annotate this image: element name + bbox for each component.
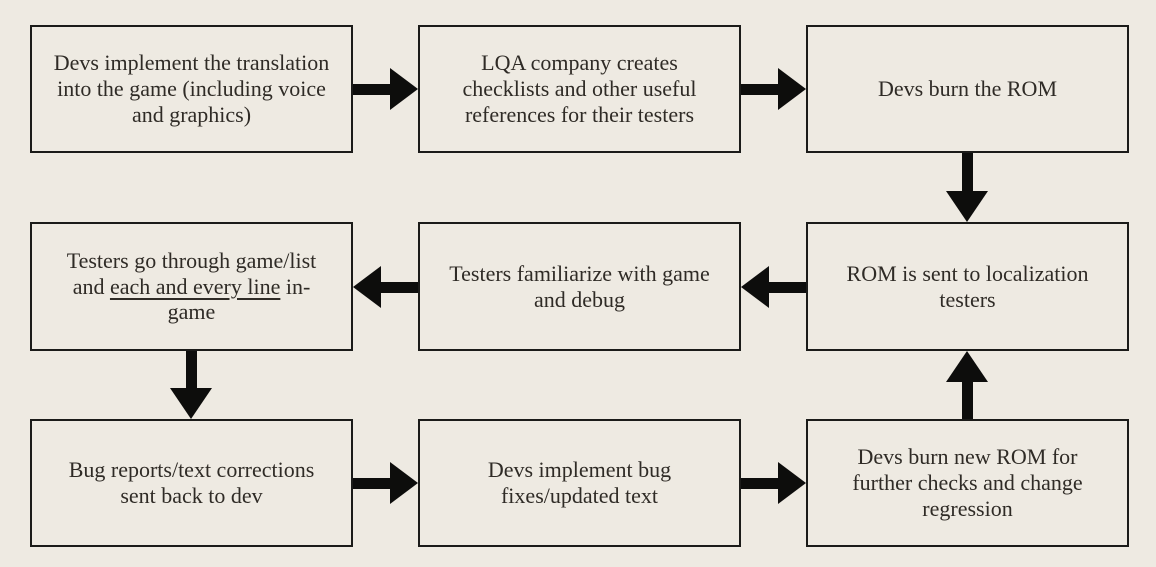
- arrow-rom-sent-to-testers-familiarize-left-icon: [741, 266, 806, 308]
- arrow-stem: [741, 477, 778, 489]
- node-text: Testers go through game/list and each an…: [50, 248, 333, 326]
- arrow-head: [390, 68, 418, 110]
- flow-node-rom-sent-to-testers: ROM is sent to localization testers: [806, 222, 1129, 351]
- arrow-head: [946, 351, 988, 382]
- arrow-implement-fixes-to-burn-new-rom-right-icon: [741, 462, 806, 504]
- node-text: Devs burn the ROM: [877, 76, 1058, 102]
- flow-node-testers-familiarize: Testers familiarize with game and debug: [418, 222, 741, 351]
- arrow-head: [778, 462, 806, 504]
- flow-node-bug-reports-sent-back: Bug reports/text corrections sent back t…: [30, 419, 353, 547]
- arrow-go-through-to-bug-reports-down-icon: [169, 351, 213, 419]
- arrow-stem: [353, 477, 390, 489]
- arrow-implement-translation-to-lqa-checklists-right-icon: [353, 68, 418, 110]
- arrow-stem: [961, 382, 973, 419]
- node-text-post: in-game: [167, 273, 311, 325]
- flow-node-devs-implement-fixes: Devs implement bug fixes/updated text: [418, 419, 741, 547]
- flow-node-lqa-creates-checklists: LQA company creates checklists and other…: [418, 25, 741, 153]
- node-text: ROM is sent to localization testers: [846, 260, 1089, 312]
- node-text: Devs burn new ROM for further checks and…: [852, 444, 1083, 521]
- arrow-stem: [381, 281, 418, 293]
- arrow-head: [170, 388, 212, 419]
- node-text: Devs implement the translation into the …: [53, 50, 330, 127]
- arrow-head: [778, 68, 806, 110]
- flow-node-devs-burn-rom: Devs burn the ROM: [806, 25, 1129, 153]
- arrow-stem: [741, 83, 778, 95]
- arrow-head: [741, 266, 769, 308]
- flow-node-testers-go-through-lines: Testers go through game/list and each an…: [30, 222, 353, 351]
- flow-node-devs-burn-new-rom: Devs burn new ROM for further checks and…: [806, 419, 1129, 547]
- arrow-stem: [185, 351, 197, 388]
- arrow-stem: [961, 153, 973, 191]
- flow-node-devs-implement-translation: Devs implement the translation into the …: [30, 25, 353, 153]
- arrow-head: [946, 191, 988, 222]
- arrow-bug-reports-to-implement-fixes-right-icon: [353, 462, 418, 504]
- arrow-head: [390, 462, 418, 504]
- node-text: LQA company creates checklists and other…: [462, 50, 697, 127]
- node-text-underlined: each and every line: [109, 273, 281, 299]
- arrow-burn-rom-to-rom-sent-down-icon: [945, 153, 989, 222]
- arrow-stem: [353, 83, 390, 95]
- node-text: Testers familiarize with game and debug: [449, 260, 710, 312]
- node-text: Bug reports/text corrections sent back t…: [68, 457, 315, 508]
- arrow-testers-familiarize-to-go-through-left-icon: [353, 266, 418, 308]
- node-text-pre: Testers go through game/list and: [66, 247, 317, 299]
- arrow-burn-new-rom-to-rom-sent-up-icon: [945, 351, 989, 419]
- arrow-lqa-checklists-to-burn-rom-right-icon: [741, 68, 806, 110]
- node-text: Devs implement bug fixes/updated text: [487, 457, 672, 508]
- arrow-stem: [769, 281, 806, 293]
- arrow-head: [353, 266, 381, 308]
